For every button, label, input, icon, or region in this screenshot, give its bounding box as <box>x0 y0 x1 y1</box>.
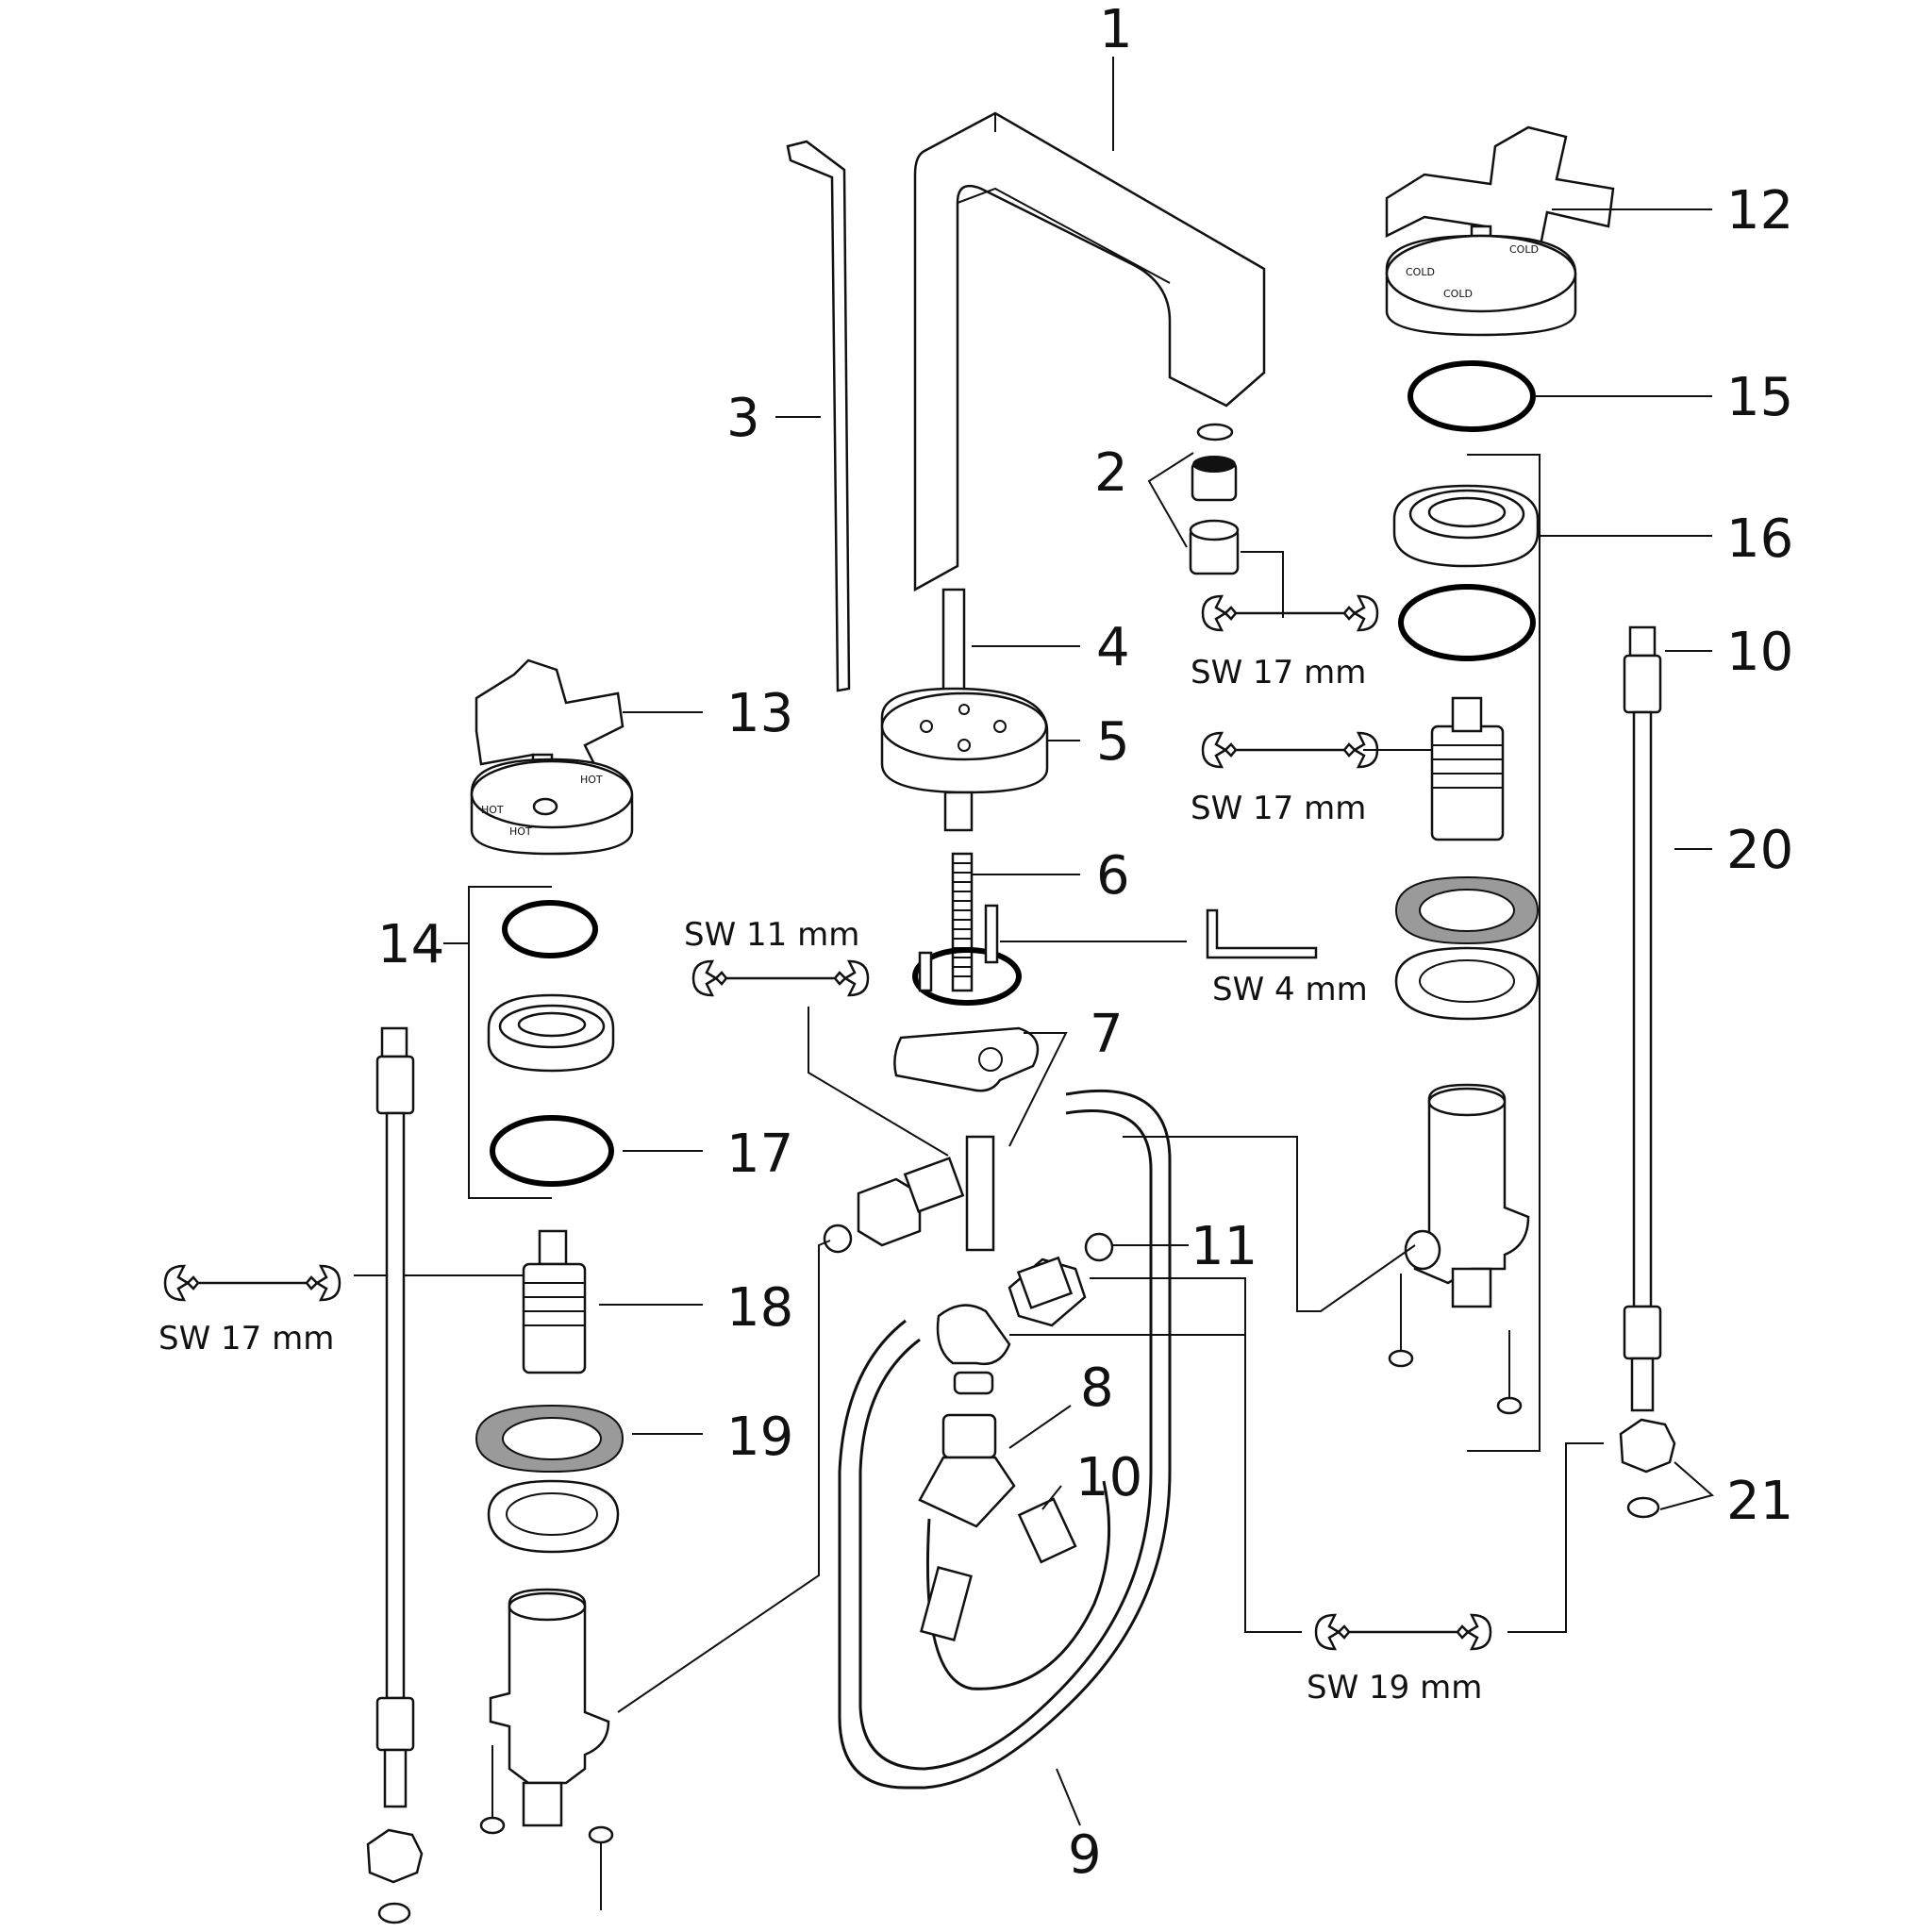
callout-17: 17 <box>726 1124 793 1185</box>
tool-label-sw17-left: SW 17 mm <box>158 1320 334 1357</box>
svg-text:COLD: COLD <box>1443 288 1473 300</box>
washer-11-part <box>1084 1232 1114 1262</box>
right-seal-stack-part <box>1392 484 1540 1021</box>
aerator-set-part <box>1189 423 1240 575</box>
hot-handle-part: HOT HOT HOT <box>470 658 634 856</box>
leader-sw11 <box>808 1007 949 1157</box>
bracket-14 <box>468 886 552 1199</box>
tee-connector-part <box>936 1256 1087 1395</box>
bolts-right-part <box>1400 1274 1510 1406</box>
right-valve-body-part <box>1404 1083 1530 1308</box>
callout-12: 12 <box>1726 180 1793 242</box>
callout-2: 2 <box>1094 442 1128 504</box>
open-end-wrench-icon <box>1201 731 1379 769</box>
supply-hose-right-part <box>1623 625 1662 1412</box>
tool-label-sw4: SW 4 mm <box>1212 971 1368 1008</box>
callout-3: 3 <box>726 388 760 449</box>
callout-10b: 10 <box>1075 1447 1142 1508</box>
callout-16: 16 <box>1726 508 1793 570</box>
svg-text:HOT: HOT <box>481 804 504 816</box>
left-seal-stack-part <box>487 900 615 1187</box>
callout-10a: 10 <box>1726 622 1793 683</box>
callout-1: 1 <box>1099 0 1133 60</box>
svg-text:COLD: COLD <box>1509 243 1539 256</box>
callout-15: 15 <box>1726 367 1793 428</box>
hose-end-part <box>920 1497 1077 1641</box>
callout-7: 7 <box>1090 1004 1124 1065</box>
callout-18: 18 <box>726 1277 793 1339</box>
nut-21-part <box>1619 1418 1676 1519</box>
hose-part <box>838 1089 1172 1790</box>
open-end-wrench-icon <box>163 1264 341 1302</box>
tool-label-sw11: SW 11 mm <box>684 916 859 954</box>
tool-label-sw19: SW 19 mm <box>1307 1669 1482 1707</box>
callout-19: 19 <box>726 1407 793 1468</box>
hex-key-icon <box>1206 908 1318 959</box>
svg-text:COLD: COLD <box>1406 266 1435 278</box>
tool-label-sw17-top: SW 17 mm <box>1191 654 1366 691</box>
leader-sw19 <box>1090 1277 1302 1633</box>
callout-6: 6 <box>1096 845 1130 907</box>
supply-hose-left-part <box>366 1026 424 1924</box>
tool-label-sw17-mid: SW 17 mm <box>1191 790 1366 827</box>
open-end-wrench-icon <box>1201 594 1379 632</box>
svg-text:HOT: HOT <box>580 774 603 786</box>
bolts-left-part <box>491 1745 602 1910</box>
base-plate-part <box>880 687 1049 832</box>
leader-sw19-right <box>1507 1442 1604 1633</box>
o-ring-15-part <box>1407 360 1536 432</box>
callout-5: 5 <box>1096 711 1130 773</box>
open-end-wrench-icon <box>1314 1613 1492 1651</box>
cold-handle-part: COLD COLD COLD <box>1385 125 1615 337</box>
callout-4: 4 <box>1096 617 1130 678</box>
leader-21 <box>1659 1461 1715 1510</box>
cartridge-left-part <box>522 1229 587 1374</box>
leader-wrench-2 <box>1241 551 1284 618</box>
hose-nut-left-part <box>823 1157 965 1254</box>
lift-rod-part <box>786 140 851 692</box>
callout-8: 8 <box>1080 1357 1114 1419</box>
leader-right-valve <box>1123 1136 1416 1312</box>
open-end-wrench-icon <box>691 959 870 997</box>
callout-14: 14 <box>377 914 444 975</box>
threaded-stud-part <box>912 852 1022 1006</box>
leader-8 <box>1008 1405 1072 1449</box>
callout-21: 21 <box>1726 1471 1793 1532</box>
hand-shower-holder-part <box>918 1413 1016 1528</box>
leader-2 <box>1147 452 1194 548</box>
left-valve-body-part <box>489 1588 610 1827</box>
callout-20: 20 <box>1726 820 1793 881</box>
svg-text:HOT: HOT <box>509 825 532 838</box>
callout-11: 11 <box>1191 1216 1257 1277</box>
retaining-fork-part <box>893 1026 1040 1252</box>
bracket-16 <box>1467 454 1541 1452</box>
leader-9 <box>1056 1768 1081 1826</box>
leader-7 <box>1008 1032 1068 1147</box>
spout-part <box>913 111 1266 695</box>
leader-left-valve <box>617 1240 831 1713</box>
callout-13: 13 <box>726 683 793 744</box>
leader-10b <box>1041 1485 1062 1510</box>
callout-9: 9 <box>1068 1824 1102 1886</box>
washers-19-part <box>475 1404 625 1554</box>
